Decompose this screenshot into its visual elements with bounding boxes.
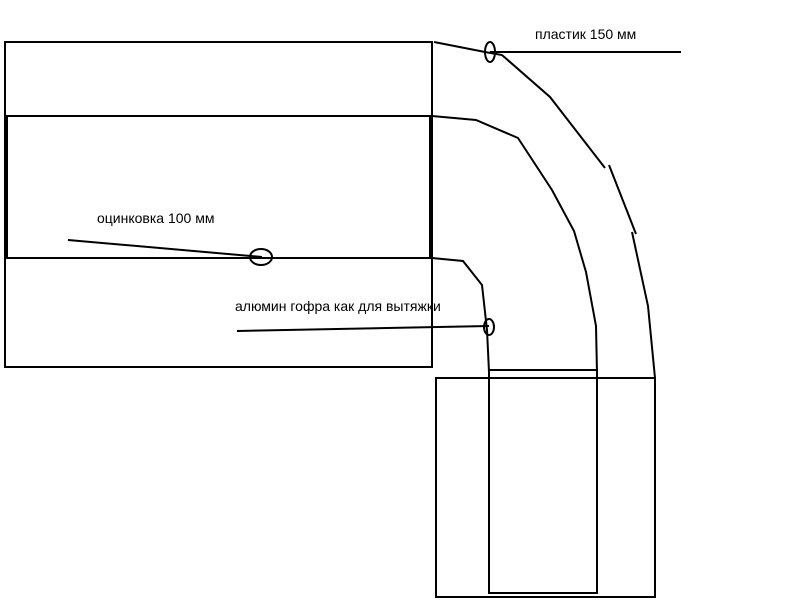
plastic-marker <box>484 41 496 63</box>
outer-bend-curve-2 <box>608 164 637 235</box>
aluminum-label: алюмин гофра как для вытяжки <box>235 298 441 314</box>
middle-bend-curve <box>431 115 598 374</box>
aluminum-leader-line <box>236 325 490 332</box>
galvanized-marker <box>249 248 273 266</box>
outer-bend-curve <box>433 41 606 169</box>
vertical-outer-box <box>435 377 656 598</box>
galvanized-label: оцинковка 100 мм <box>97 210 215 226</box>
inner-bend-curve <box>431 257 490 373</box>
vertical-inner-box <box>488 369 598 594</box>
plastic-label: пластик 150 мм <box>535 26 637 42</box>
outer-bend-curve-3 <box>631 231 656 379</box>
outer-duct-box <box>4 41 433 368</box>
aluminum-marker <box>483 318 495 336</box>
galvanized-leader-line <box>67 239 263 258</box>
